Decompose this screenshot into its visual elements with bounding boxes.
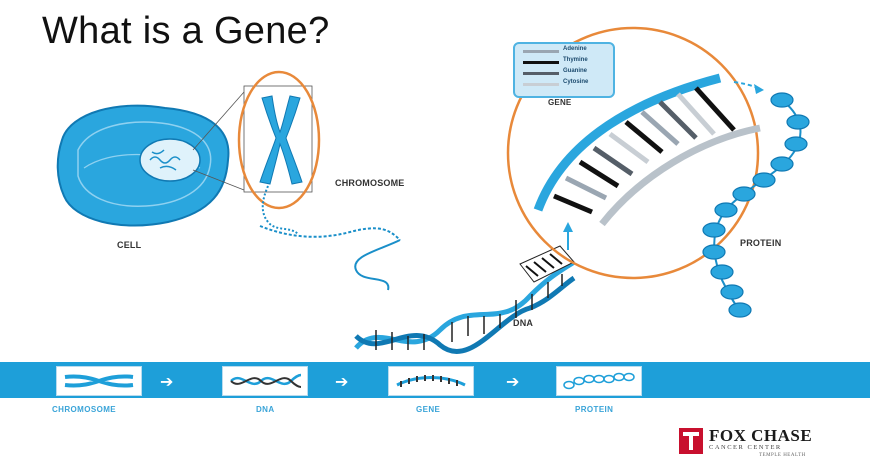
chromosome-label: CHROMOSOME bbox=[335, 178, 405, 188]
flow-arrow-icon: ➔ bbox=[160, 372, 174, 391]
protein-chain bbox=[702, 92, 810, 318]
flow-label: GENE bbox=[416, 405, 441, 414]
legend-label: Cytosine bbox=[563, 79, 589, 85]
flow-arrow-icon: ➔ bbox=[335, 372, 349, 391]
thymine-swatch bbox=[523, 61, 559, 64]
cytosine-swatch bbox=[523, 83, 559, 86]
fox-chase-logo: FOX CHASE CANCER CENTER TEMPLE HEALTH bbox=[679, 426, 859, 462]
flow-step-dna bbox=[222, 366, 308, 396]
temple-t-icon bbox=[679, 428, 703, 454]
logo-affiliation: TEMPLE HEALTH bbox=[759, 453, 806, 458]
dna-helix bbox=[354, 245, 576, 354]
flow-step-chromosome bbox=[56, 366, 142, 396]
protein-label: PROTEIN bbox=[740, 238, 782, 248]
chromosome-illustration bbox=[237, 70, 321, 235]
flow-label: DNA bbox=[256, 405, 275, 414]
flow-label: CHROMOSOME bbox=[52, 405, 116, 414]
flow-label: PROTEIN bbox=[575, 405, 614, 414]
cell-illustration bbox=[56, 91, 245, 227]
legend-label: Guanine bbox=[563, 68, 588, 74]
flow-arrow-icon: ➔ bbox=[506, 372, 520, 391]
base-legend: Adenine Thymine Guanine Cytosine bbox=[513, 42, 615, 98]
legend-item: Thymine bbox=[523, 57, 613, 67]
legend-item: Adenine bbox=[523, 46, 613, 56]
legend-label: Adenine bbox=[563, 46, 587, 52]
protein-icon bbox=[563, 372, 635, 390]
gene-closeup bbox=[506, 26, 764, 280]
legend-item: Guanine bbox=[523, 68, 613, 78]
logo-name: FOX CHASE bbox=[709, 426, 813, 445]
gene-icon bbox=[396, 375, 466, 387]
guanine-swatch bbox=[523, 72, 559, 75]
flow-step-protein bbox=[556, 366, 642, 396]
adenine-swatch bbox=[523, 50, 559, 53]
legend-item: Cytosine bbox=[523, 79, 613, 89]
dna-label: DNA bbox=[513, 318, 534, 328]
logo-subtitle: CANCER CENTER bbox=[709, 444, 782, 451]
legend-label: Thymine bbox=[563, 57, 588, 63]
dna-coil bbox=[259, 225, 401, 291]
flow-step-gene bbox=[388, 366, 474, 396]
dna-icon bbox=[230, 373, 302, 388]
slide-title: What is a Gene? bbox=[42, 10, 330, 52]
gene-label: GENE bbox=[548, 98, 572, 107]
cell-label: CELL bbox=[117, 240, 142, 250]
chromosome-icon bbox=[64, 374, 134, 388]
